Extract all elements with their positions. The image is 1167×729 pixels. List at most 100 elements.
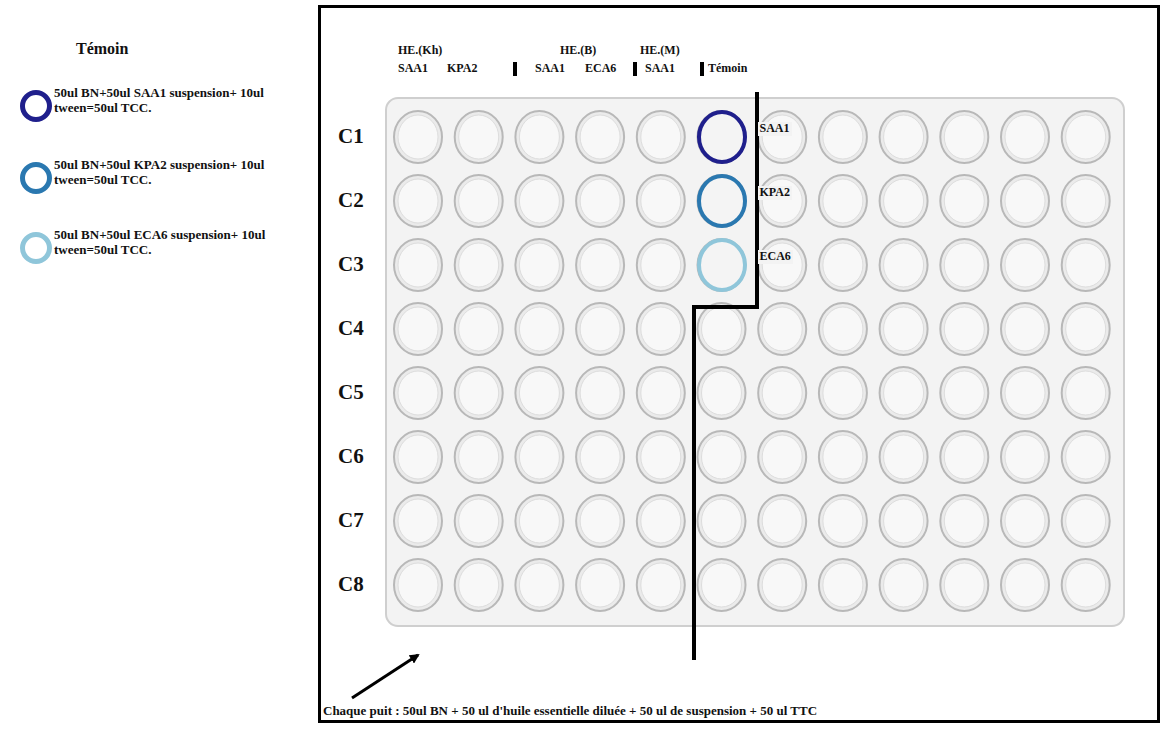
legend-swatch [20, 162, 52, 194]
well [455, 559, 503, 611]
well-bottom [884, 371, 924, 415]
well-bottom [823, 179, 863, 223]
well-bottom [944, 499, 984, 543]
well-ring [696, 237, 748, 293]
well-bottom [641, 179, 681, 223]
separator-bar [633, 62, 637, 76]
well-bottom [944, 307, 984, 351]
well [455, 239, 503, 291]
well-outline [699, 240, 745, 290]
well-bottom [823, 563, 863, 607]
well [637, 431, 685, 483]
row-label: C3 [338, 252, 364, 276]
well-bottom [702, 371, 742, 415]
well [1062, 303, 1110, 355]
column-header: HE.(Kh) [398, 44, 442, 58]
well [394, 239, 442, 291]
well [698, 431, 746, 483]
legend-text: 50ul BN+50ul KPA2 suspension+ 10ul tween… [54, 158, 272, 188]
well-outline [699, 176, 745, 226]
well-bottom [1066, 563, 1106, 607]
well [698, 239, 746, 291]
well [515, 431, 563, 483]
well [394, 495, 442, 547]
well [1062, 239, 1110, 291]
well [455, 175, 503, 227]
well [698, 495, 746, 547]
well-bottom [580, 499, 620, 543]
well-bottom [823, 115, 863, 159]
well [515, 175, 563, 227]
well [758, 175, 806, 227]
well-bottom [641, 371, 681, 415]
well [698, 367, 746, 419]
well-bottom [884, 499, 924, 543]
column-header: HE.(M) [640, 44, 680, 58]
well-bottom [459, 115, 499, 159]
well-bottom [1066, 371, 1106, 415]
well [880, 431, 928, 483]
legend-text: 50ul BN+50ul SAA1 suspension+ 10ul tween… [54, 86, 272, 116]
well [637, 175, 685, 227]
row-label: C4 [338, 316, 364, 340]
well-bottom [398, 371, 438, 415]
well [637, 303, 685, 355]
well-bottom [459, 371, 499, 415]
row-label: C6 [338, 444, 364, 468]
well-bottom [459, 563, 499, 607]
well [576, 175, 624, 227]
well [394, 175, 442, 227]
well [576, 431, 624, 483]
well [940, 303, 988, 355]
well-bottom [519, 307, 559, 351]
well [394, 431, 442, 483]
well-outline [699, 112, 745, 162]
well-bottom [944, 243, 984, 287]
well [880, 111, 928, 163]
well [576, 495, 624, 547]
well-bottom [580, 371, 620, 415]
well-bottom [459, 243, 499, 287]
legend-title: Témoin [76, 40, 128, 58]
well [819, 303, 867, 355]
well [455, 367, 503, 419]
separator-bar [513, 62, 517, 76]
well [880, 239, 928, 291]
well-bottom [398, 499, 438, 543]
well-bottom [1066, 307, 1106, 351]
well [1062, 559, 1110, 611]
well-bottom [944, 435, 984, 479]
well [637, 559, 685, 611]
column-header: SAA1 [535, 62, 565, 76]
well-bottom [519, 179, 559, 223]
well-bottom [762, 371, 802, 415]
well [940, 367, 988, 419]
column-header: HE.(B) [560, 44, 596, 58]
well-bottom [641, 563, 681, 607]
well [758, 303, 806, 355]
well-bottom [1005, 243, 1045, 287]
well [455, 431, 503, 483]
well [1001, 431, 1049, 483]
column-header: ECA6 [585, 62, 616, 76]
well-bottom [1005, 563, 1045, 607]
column-header: Témoin [708, 62, 747, 76]
well [576, 367, 624, 419]
well [758, 495, 806, 547]
well-bottom [519, 563, 559, 607]
well-bottom [580, 179, 620, 223]
control-well: ECA6 [696, 237, 748, 293]
well-bottom [884, 435, 924, 479]
row-label: C7 [338, 508, 364, 532]
legend-swatch [20, 232, 52, 264]
well [1062, 495, 1110, 547]
well [637, 111, 685, 163]
well [698, 111, 746, 163]
well-bottom [1005, 307, 1045, 351]
note: Chaque puit : 50ul BN + 50 ul d'huile es… [323, 704, 817, 719]
well [515, 367, 563, 419]
well-bottom [398, 115, 438, 159]
well-bottom [641, 307, 681, 351]
row-label: C5 [338, 380, 364, 404]
well-bottom [1066, 179, 1106, 223]
